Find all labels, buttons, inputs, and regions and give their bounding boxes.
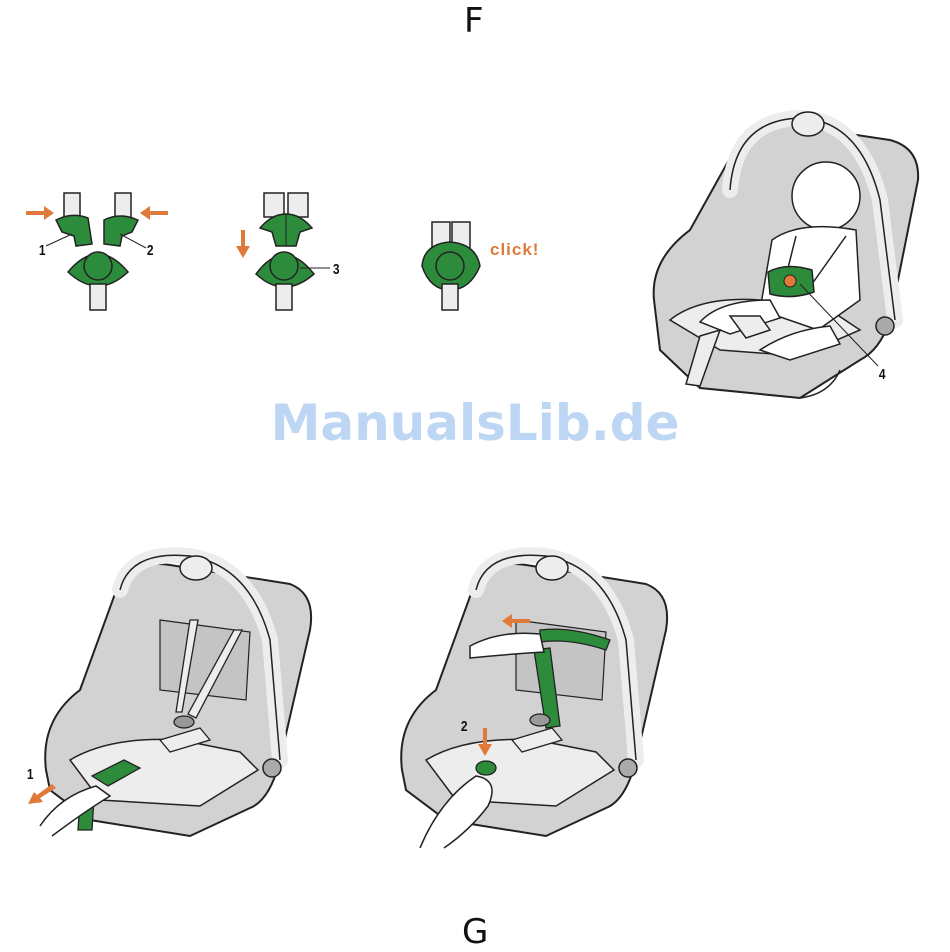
callout-press-2: 2 [461, 718, 468, 735]
arrow-down-icon-2 [478, 728, 492, 756]
arrow-left-icon-2 [502, 614, 532, 628]
